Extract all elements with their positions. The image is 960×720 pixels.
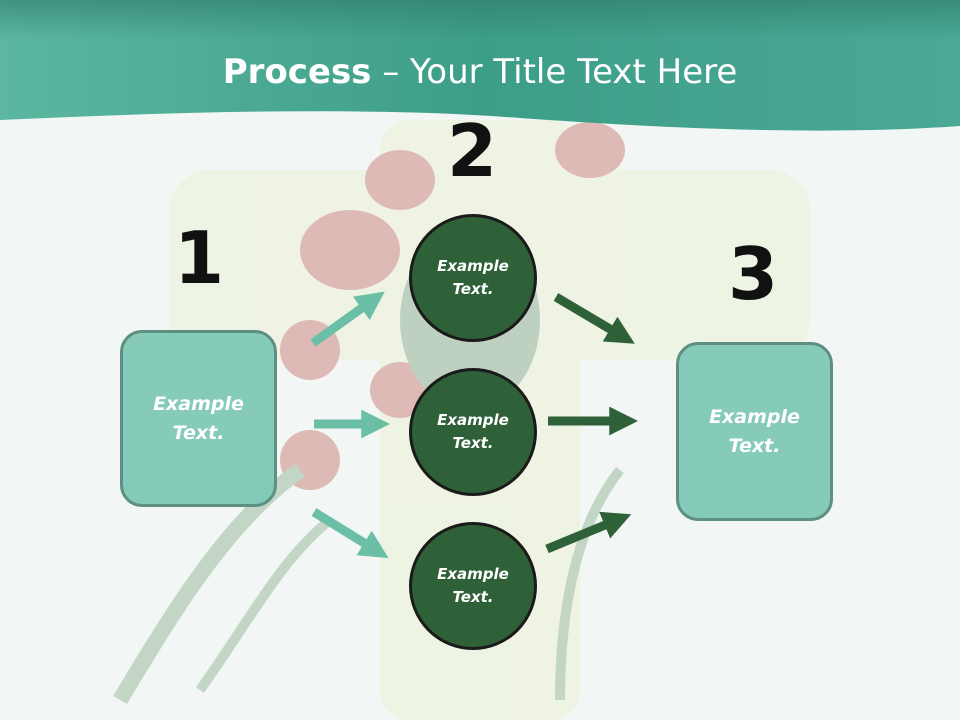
circle-3-text: Example Text. — [437, 565, 509, 606]
slide-title: Process – Your Title Text Here — [0, 52, 960, 92]
right-text-box[interactable]: Example Text. — [676, 342, 833, 521]
step-number-2: 2 — [446, 109, 498, 193]
circle-2-text: Example Text. — [437, 411, 509, 452]
circle-2[interactable]: Example Text. — [409, 368, 537, 496]
circle-1-text: Example Text. — [437, 257, 509, 298]
step-number-1: 1 — [173, 216, 225, 300]
left-text-box[interactable]: Example Text. — [120, 330, 277, 507]
title-rest: – Your Title Text Here — [371, 52, 738, 92]
circle-3[interactable]: Example Text. — [409, 522, 537, 650]
circle-1[interactable]: Example Text. — [409, 214, 537, 342]
step-number-3: 3 — [727, 232, 779, 316]
right-box-text: Example Text. — [709, 405, 800, 457]
title-bold: Process — [222, 52, 372, 92]
left-box-text: Example Text. — [153, 392, 244, 444]
